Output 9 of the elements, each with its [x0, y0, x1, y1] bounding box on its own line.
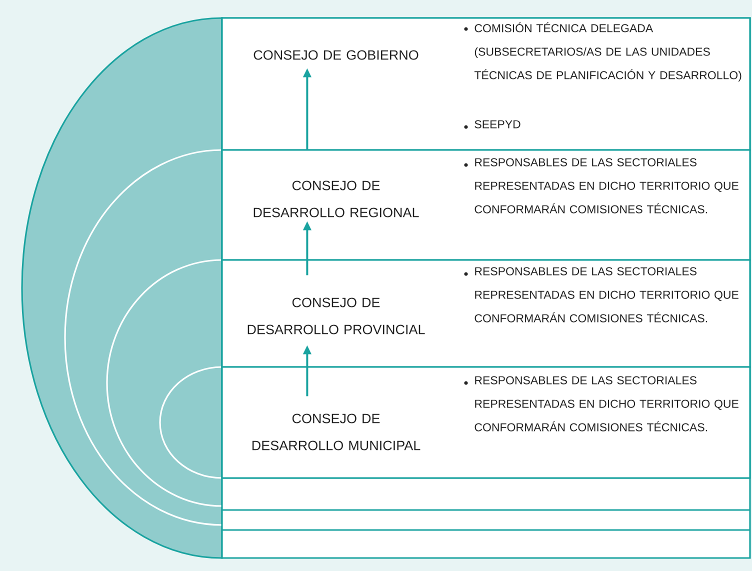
bullet-item: COMISIÓN TÉCNICA DELEGADA (SUBSECRETARIOS/AS DE LAS UNIDADES TÉCNICAS DE PLANIFICACIÓN Y DESARROLLO) — [464, 22, 742, 82]
level-title: CONSEJO DE DESARROLLO MUNICIPAL — [252, 414, 420, 450]
bullet-item: RESPONSABLES DE LAS SECTORIALES REPRESENTADAS EN DICHO TERRITORIO QUE CONFORMARÁN COMISIONES TÉCNICAS. — [464, 376, 738, 432]
bullet-item: SEEPYD — [464, 120, 520, 129]
bullet-item: RESPONSABLES DE LAS SECTORIALES REPRESENTADAS EN DICHO TERRITORIO QUE CONFORMARÁN COMISIONES TÉCNICAS. — [464, 158, 738, 214]
level-title: CONSEJO DE GOBIERNO — [254, 50, 418, 60]
level-title: CONSEJO DE DESARROLLO REGIONAL — [254, 180, 419, 218]
bullet-item: RESPONSABLES DE LAS SECTORIALES REPRESENTADAS EN DICHO TERRITORIO QUE CONFORMARÁN COMISIONES TÉCNICAS. — [464, 267, 738, 322]
level-title: CONSEJO DE DESARROLLO PROVINCIAL — [248, 298, 425, 334]
